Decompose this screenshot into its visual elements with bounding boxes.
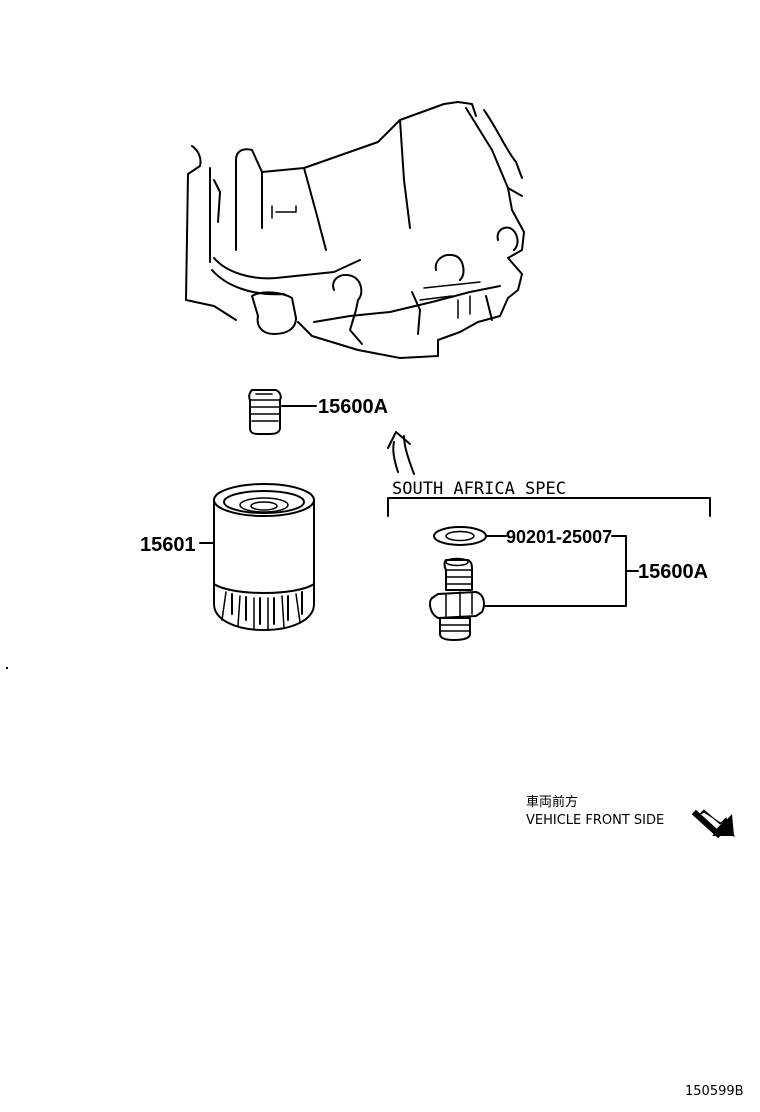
front-direction-arrow-icon	[691, 809, 735, 839]
plug-part-number-top: 15600A	[318, 396, 388, 418]
gasket-part	[433, 526, 507, 546]
gasket-part-number: 90201-25007	[506, 527, 612, 547]
scan-speck	[6, 667, 8, 669]
vehicle-front-label-jp: 車両前方	[526, 794, 578, 810]
spec-group-bracket	[387, 497, 711, 517]
oil-filter-part	[199, 483, 315, 631]
plug-part-number-spec: 15600A	[638, 561, 708, 583]
drain-plug-spec-part	[429, 557, 485, 641]
vehicle-front-label-en: VEHICLE FRONT SIDE	[526, 813, 664, 828]
spec-group-title: SOUTH AFRICA SPEC	[392, 479, 566, 499]
engine-block-illustration	[185, 101, 525, 359]
drain-plug-top-part	[248, 389, 317, 435]
figure-id: 150599B	[685, 1084, 744, 1099]
curved-arrow-icon	[387, 431, 415, 475]
filter-part-number: 15601	[140, 534, 196, 556]
